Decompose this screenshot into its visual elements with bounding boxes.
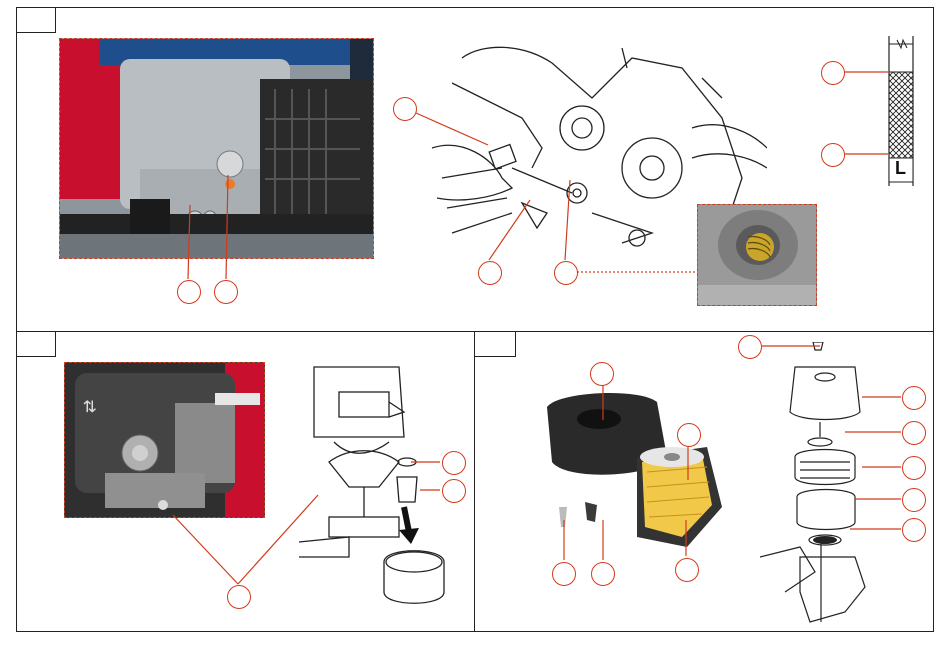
fuel-valve-photo: ⇄ — [64, 362, 265, 518]
callout-o-ring — [442, 451, 466, 475]
threaded-hole-illustration — [698, 205, 817, 306]
fuel-cup-drawing — [289, 362, 449, 622]
fuel-section-panel: ⇄ — [16, 331, 475, 632]
callout-fuel-cup-bolt — [227, 585, 251, 609]
air-filter-exploded-drawing — [755, 342, 905, 627]
callout-cover-wing-nut — [902, 421, 926, 445]
oil-section-panel: L — [16, 7, 934, 332]
callout-drain-bolt — [393, 97, 417, 121]
section-tab-1 — [16, 7, 56, 33]
callout-oil-filler — [214, 280, 238, 304]
callout-grommet — [591, 562, 615, 586]
section-tab-3 — [474, 331, 516, 357]
engine-drain-photo — [59, 38, 374, 259]
callout-filter-case — [902, 488, 926, 512]
callout-foam-filter — [590, 362, 614, 386]
air-filter-section-panel — [474, 331, 934, 632]
callout-drain-hole — [554, 261, 578, 285]
drain-hole-closeup-photo — [697, 204, 817, 306]
callout-paper-element — [677, 423, 701, 447]
dipstick-level-label: L — [895, 158, 906, 179]
callout-drain-plug — [177, 280, 201, 304]
fuel-valve-illustration: ⇄ — [65, 363, 265, 518]
section-tab-2 — [16, 331, 56, 357]
air-filter-photo — [537, 387, 727, 557]
callout-sealing-washer — [478, 261, 502, 285]
down-arrow-icon — [399, 507, 419, 544]
engine-photo-illustration — [60, 39, 374, 259]
callout-filter-element — [902, 456, 926, 480]
callout-dipstick-upper — [821, 61, 845, 85]
callout-element — [675, 558, 699, 582]
callout-gasket — [902, 518, 926, 542]
callout-dipstick-lower — [821, 143, 845, 167]
svg-text:⇄: ⇄ — [82, 400, 99, 413]
callout-cover-nut — [738, 335, 762, 359]
callout-wing-nut — [552, 562, 576, 586]
callout-cover — [902, 386, 926, 410]
callout-fuel-cup — [442, 479, 466, 503]
